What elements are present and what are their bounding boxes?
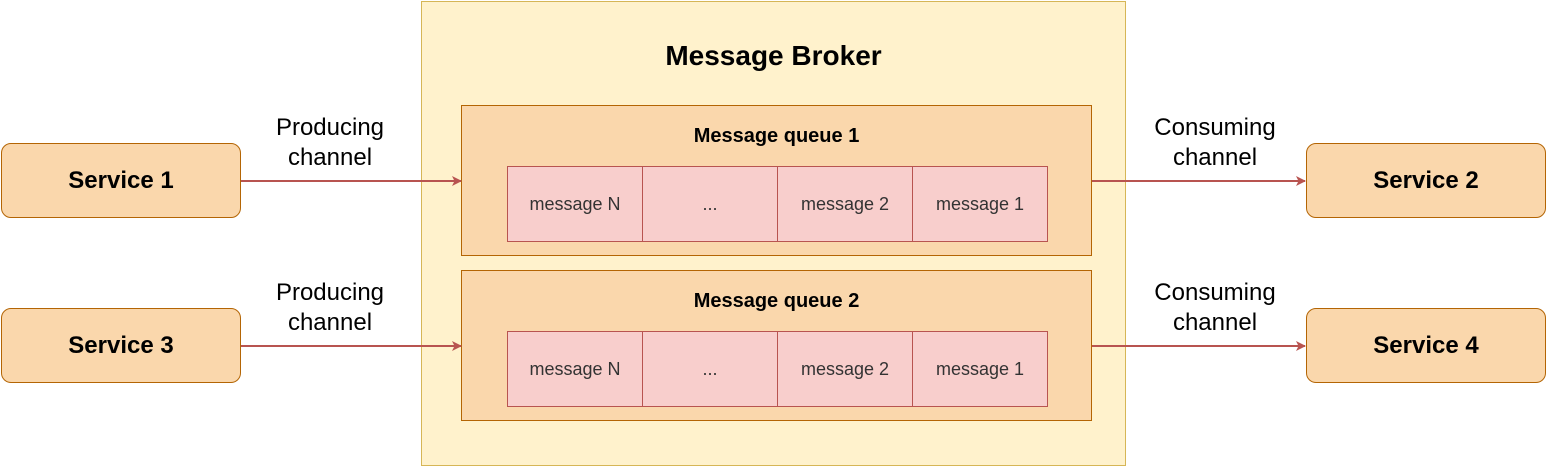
queue-2-message-n: message N — [507, 331, 643, 407]
queue-1-message-ellipsis: ... — [642, 166, 778, 242]
consuming-channel-label-2-line-1: Consuming — [1154, 279, 1276, 306]
consuming-channel-label-1: Consuming channel — [1125, 113, 1305, 173]
queue-2-message-2: message 2 — [777, 331, 913, 407]
service-2-node: Service 2 — [1306, 143, 1546, 218]
consuming-channel-label-2: Consuming channel — [1125, 278, 1305, 338]
consuming-channel-label-1-line-2: channel — [1172, 144, 1258, 171]
queue-1-message-2: message 2 — [777, 166, 913, 242]
message-queue-1-title: Message queue 1 — [693, 125, 860, 147]
queue-1-message-n: message N — [507, 166, 643, 242]
producing-channel-label-1: Producing channel — [240, 113, 420, 173]
producing-channel-label-2: Producing channel — [240, 278, 420, 338]
consuming-channel-label-1-line-1: Consuming — [1154, 114, 1276, 141]
message-queue-2-title: Message queue 2 — [693, 290, 860, 312]
producing-channel-label-2-line-2: channel — [287, 309, 373, 336]
service-4-node: Service 4 — [1306, 308, 1546, 383]
producing-channel-label-1-line-2: channel — [287, 144, 373, 171]
queue-2-message-ellipsis: ... — [642, 331, 778, 407]
queue-2-message-1: message 1 — [912, 331, 1048, 407]
queue-1-message-1: message 1 — [912, 166, 1048, 242]
producing-channel-label-2-line-1: Producing — [275, 279, 385, 306]
producing-channel-label-1-line-1: Producing — [275, 114, 385, 141]
service-3-node: Service 3 — [1, 308, 241, 383]
message-broker-title: Message Broker — [665, 40, 882, 71]
consuming-channel-label-2-line-2: channel — [1172, 309, 1258, 336]
service-1-node: Service 1 — [1, 143, 241, 218]
